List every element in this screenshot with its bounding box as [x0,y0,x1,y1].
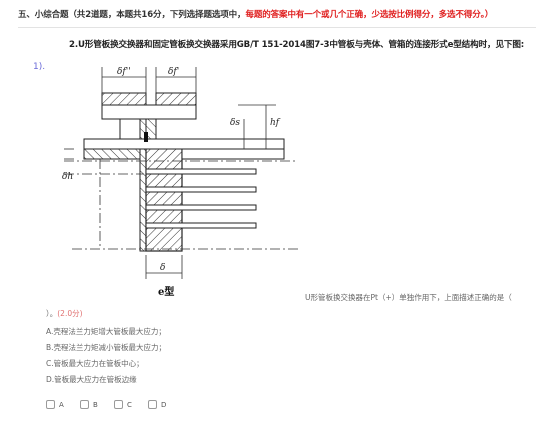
choice-b-label: B [93,400,98,409]
label-top-left: δf'' [117,67,131,77]
checkbox-icon[interactable] [114,400,123,409]
choice-c-checkbox[interactable]: C [114,399,132,410]
option-d-text: D.管板最大应力在管板边缘 [46,375,137,384]
section-warning: 每题的答案中有一个或几个正确，少选按比例得分，多选不得分。） [245,10,494,20]
label-left: δh [62,172,73,182]
choice-a-label: A [59,400,64,409]
question-title: 2.U形管板换交换器和固定管板换交换器采用GB/T 151-2014图7-3中管… [69,40,525,50]
checkbox-icon[interactable] [148,400,157,409]
label-bottom: δ [160,263,165,273]
sub-question-number: 1). [33,62,46,72]
question-text-end: ）。 [46,309,58,318]
label-top-right: δf' [168,67,179,77]
divider [18,27,536,28]
choice-d-label: D [161,400,167,409]
section-header: 五、小综合题（共2道题，本题共16分，下列选择题选项中，每题的答案中有一个或几个… [18,8,493,20]
option-b-text: B.壳程法兰力矩减小管板最大应力； [46,343,167,352]
choice-b-checkbox[interactable]: B [80,399,98,410]
tubesheet-connection-figure: δf'' δf' δs hf [62,59,318,301]
choice-a-checkbox[interactable]: A [46,399,64,410]
question-score: (2.0分) [57,309,83,318]
question-text-cont: ）。(2.0分) [46,308,83,319]
section-title: 五、小综合题（共2道题，本题共16分，下列选择题选项中， [18,10,246,20]
checkbox-icon[interactable] [80,400,89,409]
choice-c-label: C [127,400,132,409]
question-text: U形管板换交换器在Pt（+）单独作用下，上面描述正确的是（ [305,293,512,302]
figure-caption: e型 [158,285,174,298]
label-h: hf [270,118,281,128]
choice-d-checkbox[interactable]: D [148,399,166,410]
label-s: δs [230,118,240,128]
option-a-text: A.壳程法兰力矩增大管板最大应力； [46,327,166,336]
option-c-text: C.管板最大应力在管板中心； [46,359,144,368]
checkbox-icon[interactable] [46,400,55,409]
